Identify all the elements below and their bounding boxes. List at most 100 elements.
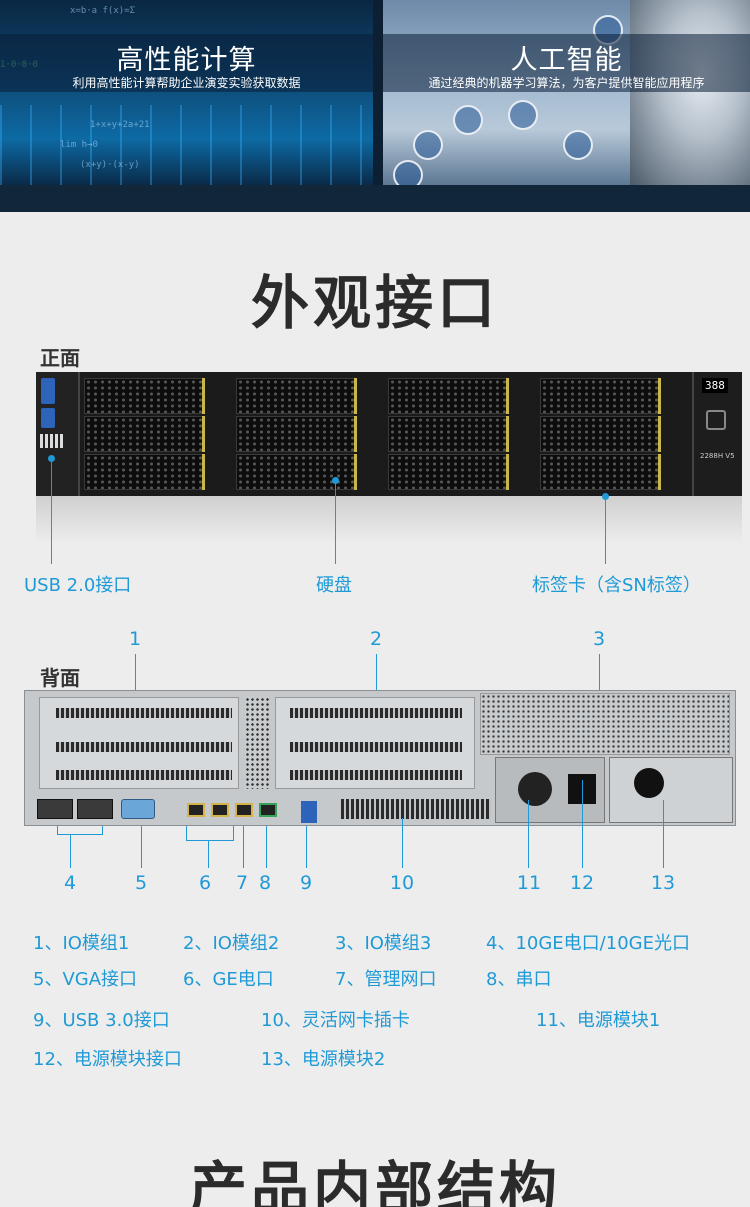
network-node-icon [413, 130, 443, 160]
callout-line-4 [70, 834, 71, 868]
callout-line-13 [663, 800, 664, 868]
legend-item: 13、电源模块2 [261, 1049, 386, 1070]
power-button-icon [41, 378, 55, 404]
callout-line-10 [402, 818, 403, 868]
callout-line-12 [582, 780, 583, 868]
right-ear: 388 2288H V5 [692, 372, 742, 496]
legend-item: 3、IO模组3 [335, 933, 432, 954]
formula-decoration: x=b·a f(x)=Σ [70, 6, 136, 16]
hpc-panel: x=b·a f(x)=Σ 1+x+y+2a+21 lim h→0 (x+y)·(… [0, 0, 373, 185]
data-grid-graphic [0, 105, 373, 185]
network-node-icon [453, 105, 483, 135]
hdd-bay [540, 416, 660, 452]
hpc-subtitle: 利用高性能计算帮助企业演变实验获取数据 [72, 76, 301, 90]
vent-slot [290, 770, 462, 780]
vent-slot [290, 708, 462, 718]
legend-item: 7、管理网口 [335, 969, 437, 990]
callout-line-8 [266, 826, 267, 868]
hdd-bay [84, 454, 204, 490]
server-front-image: 388 2288H V5 [36, 372, 742, 496]
formula-decoration: 1+x+y+2a+21 [90, 120, 150, 130]
10ge-port [77, 799, 113, 819]
legend-item: 4、10GE电口/10GE光口 [486, 933, 690, 954]
callout-number-10: 10 [389, 872, 415, 894]
server-reflection [36, 496, 742, 544]
hdd-latch [202, 378, 205, 414]
callout-line-6 [208, 840, 209, 868]
hdd-bay [236, 416, 356, 452]
callout-line-5 [141, 826, 142, 868]
tag-callout: 标签卡（含SN标签） [532, 575, 701, 596]
callout-line-7 [243, 826, 244, 868]
usb-callout: USB 2.0接口 [24, 575, 132, 596]
io-module-1 [39, 697, 239, 789]
callout-number-5: 5 [134, 872, 148, 894]
hpc-title: 高性能计算 [116, 45, 257, 76]
mgmt-port [235, 803, 253, 817]
legend-item: 9、USB 3.0接口 [33, 1010, 170, 1031]
formula-decoration: (x+y)·(x-y) [80, 160, 140, 170]
legend-item: 12、电源模块接口 [33, 1049, 182, 1070]
hdd-bay [388, 416, 508, 452]
hdd-latch [658, 378, 661, 414]
hdd-latch [354, 454, 357, 490]
callout-number-13: 13 [650, 872, 676, 894]
legend-item: 2、IO模组2 [183, 933, 280, 954]
hdd-latch [506, 378, 509, 414]
server-back-image [24, 690, 736, 826]
hdd-bay [84, 416, 204, 452]
callout-line-1 [135, 654, 136, 710]
usb-callout-line [51, 458, 52, 564]
bracket-4 [57, 826, 58, 834]
hdd-bay [236, 378, 356, 414]
vent-slot [56, 708, 232, 718]
ai-title: 人工智能 [510, 45, 623, 76]
psu-2 [609, 757, 733, 823]
vent-slot [290, 742, 462, 752]
vent-slot [56, 770, 232, 780]
robot-image [630, 0, 750, 185]
callout-number-4: 4 [63, 872, 77, 894]
hdd-bay [236, 454, 356, 490]
hdd-latch [506, 416, 509, 452]
hdd-callout-line [335, 480, 336, 564]
ge-port [211, 803, 229, 817]
formula-decoration: lim h→0 [60, 140, 98, 150]
hdd-bay [84, 378, 204, 414]
fan-icon [634, 768, 664, 798]
bracket-4 [57, 834, 103, 835]
uid-button-icon [706, 410, 726, 430]
vent-slot [56, 742, 232, 752]
hpc-title-band [0, 34, 373, 92]
model-label: 2288H V5 [700, 452, 735, 460]
psu-1 [495, 757, 605, 823]
usb3-port-icon [301, 801, 317, 823]
legend-item: 8、串口 [486, 969, 552, 990]
hdd-bay [388, 454, 508, 490]
serial-port [259, 803, 277, 817]
tag-callout-dot [602, 493, 609, 500]
usb-callout-dot [48, 455, 55, 462]
bracket-6 [186, 840, 234, 841]
front-label: 正面 [40, 346, 80, 370]
bracket-6 [233, 826, 234, 840]
10ge-port [37, 799, 73, 819]
flex-nic-slot [341, 799, 491, 819]
bracket-4 [102, 826, 103, 834]
network-node-icon [508, 100, 538, 130]
legend-item: 10、灵活网卡插卡 [261, 1010, 410, 1031]
vga-port-icon [40, 434, 64, 448]
back-label: 背面 [40, 666, 80, 690]
hdd-latch [202, 454, 205, 490]
tag-callout-line [605, 496, 606, 564]
callout-number-6: 6 [198, 872, 212, 894]
hdd-latch [202, 416, 205, 452]
hdd-latch [658, 454, 661, 490]
network-node-icon [563, 130, 593, 160]
ai-title-band [383, 34, 750, 92]
hdd-latch [354, 416, 357, 452]
status-display: 388 [702, 378, 728, 393]
callout-number-3: 3 [592, 628, 606, 650]
hdd-bay [540, 454, 660, 490]
legend-item: 6、GE电口 [183, 969, 274, 990]
